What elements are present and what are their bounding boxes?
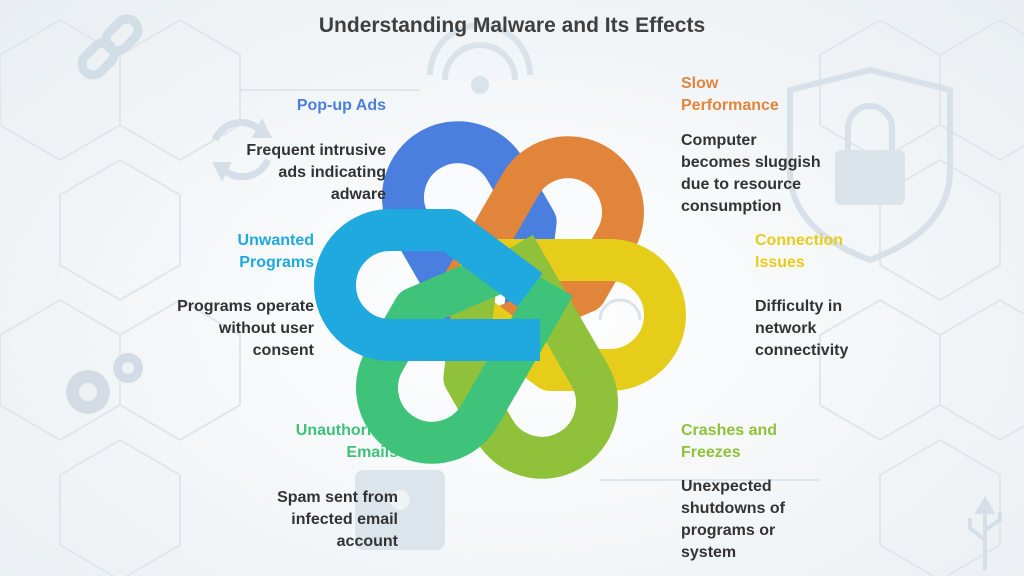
heading-line: Crashes and [681, 422, 778, 439]
heading-line: Programs [239, 254, 314, 271]
gears-icon [66, 353, 143, 414]
loop-orange [427, 136, 644, 351]
desc-line: becomes sluggish [681, 154, 821, 171]
item-desc-unauthorized-emails: Spam sent from infected email account [230, 487, 398, 553]
loop-cyan-shape [314, 209, 543, 361]
item-desc-slow-performance: Computer becomes sluggish due to resourc… [681, 130, 861, 218]
desc-line: Unexpected [681, 478, 772, 495]
heading-line: Performance [681, 97, 779, 114]
heading-line: Slow [681, 75, 719, 92]
desc-line: due to resource [681, 176, 802, 193]
desc-line: ads indicating [278, 164, 386, 181]
desc-line: Programs operate [177, 298, 314, 315]
popup-ads-heading-text: Pop-up Ads [296, 97, 386, 114]
refresh-icon [211, 118, 272, 182]
heading-line: Emails [346, 444, 398, 461]
loop-blue-shape [382, 121, 557, 366]
padlock-shield-icon [787, 66, 953, 264]
item-heading-unwanted-programs: Unwanted Programs [180, 230, 314, 274]
desc-line: programs or [681, 522, 776, 539]
loop-yellow [457, 239, 686, 391]
item-desc-crashes-freezes: Unexpected shutdowns of programs or syst… [681, 476, 831, 564]
desc-line: Computer [681, 132, 757, 149]
desc-line: Frequent intrusive [246, 142, 386, 159]
desc-line: without user [218, 320, 314, 337]
desc-line: adware [330, 186, 386, 203]
loop-green-shape [356, 249, 573, 464]
desc-line: connectivity [755, 342, 849, 359]
desc-line: consent [252, 342, 314, 359]
item-desc-connection-issues: Difficulty in network connectivity [755, 296, 905, 362]
item-heading-slow-performance: Slow Performance [681, 73, 841, 117]
loop-lime [443, 234, 618, 479]
loop-green [356, 249, 573, 464]
desc-line: Difficulty in [755, 298, 843, 315]
heading-line: Unauthorized [295, 422, 398, 439]
loop-cyan [314, 209, 543, 361]
loop-orange-shape [427, 136, 644, 351]
usb-icon [968, 496, 1002, 570]
loop-lime-shape [443, 234, 618, 479]
desc-line: consumption [681, 198, 782, 215]
item-desc-unwanted-programs: Programs operate without user consent [140, 296, 314, 362]
heading-line: Connection [755, 232, 843, 249]
desc-line: system [681, 544, 737, 561]
loop-blue [382, 121, 557, 366]
lock-icon [355, 470, 445, 550]
page-title: Understanding Malware and Its Effects [318, 14, 706, 37]
item-heading-crashes-freezes: Crashes and Freezes [681, 420, 841, 464]
heading-line: Issues [755, 254, 805, 271]
loop-yellow-shape [457, 239, 686, 391]
desc-line: shutdowns of [681, 500, 785, 517]
item-desc-popup-ads: Frequent intrusive ads indicating adware [200, 140, 386, 206]
heading-line: Unwanted [237, 232, 314, 249]
item-heading-popup-ads: Pop-up Ads [230, 95, 386, 117]
item-heading-connection-issues: Connection Issues [755, 230, 905, 274]
wifi-signal-icon [427, 22, 533, 94]
item-heading-unauthorized-emails: Unauthorized Emails [240, 420, 398, 464]
desc-line: account [336, 533, 398, 550]
chain-link-icon [77, 14, 143, 80]
desc-line: Spam sent from [277, 489, 398, 506]
heading-line: Freezes [681, 444, 741, 461]
desc-line: infected email [291, 511, 398, 528]
desc-line: network [755, 320, 817, 337]
